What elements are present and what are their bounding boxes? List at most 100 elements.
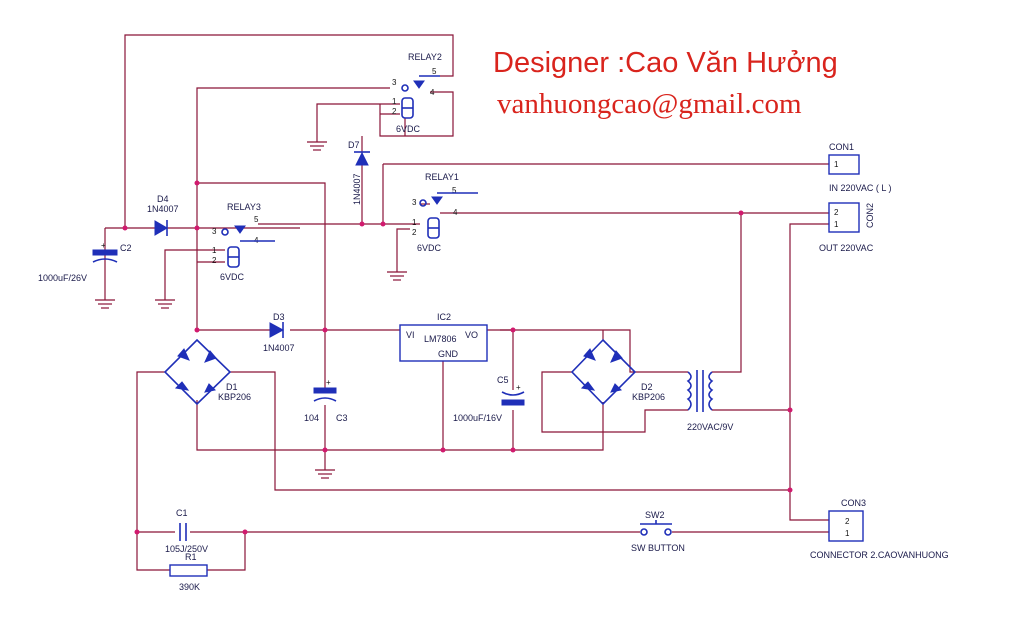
con3-pin2: 2 (845, 517, 850, 526)
relay3-voltage: 6VDC (220, 272, 245, 282)
switch-sw2: SW2 SW BUTTON (631, 510, 685, 553)
d1-diode-b (204, 350, 217, 363)
ic2-gnd: GND (438, 349, 459, 359)
resistor-r1: R1 390K (169, 552, 208, 592)
relay1-label: RELAY1 (425, 172, 459, 182)
transformer: 220VAC/9V (686, 370, 733, 432)
relay2-contact (401, 84, 409, 92)
ic2-vi: VI (406, 330, 415, 340)
c2-polarity: + (101, 241, 106, 250)
designer-email: vanhuongcao@gmail.com (497, 88, 802, 120)
d1-label: D1 (226, 382, 238, 392)
bridge-d1: D1 KBP206 (163, 338, 251, 406)
diode-d4: D4 1N4007 (147, 194, 179, 236)
ic2-body (399, 324, 488, 362)
relay1-arm (431, 196, 443, 205)
con2-body (828, 202, 860, 233)
d1-outline (163, 338, 232, 406)
relay3: RELAY3 5 3 4 1 2 6VDC (212, 202, 275, 282)
relay3-pin5: 5 (254, 215, 259, 224)
d2-diode-d (610, 383, 623, 393)
c2-label: C2 (120, 243, 132, 253)
d2-outline (570, 338, 637, 406)
r1-value: 390K (179, 582, 200, 592)
relay3-pin1: 1 (212, 246, 217, 255)
relay3-contact (221, 228, 229, 236)
c3-label: C3 (336, 413, 348, 423)
con1-label: CON1 (829, 142, 854, 152)
d2-diode-a (583, 348, 596, 361)
ic2-vo: VO (465, 330, 478, 340)
capacitor-c1: C1 105J/250V (165, 508, 208, 554)
relay2-pin4: 4 (430, 88, 435, 97)
relay2-pin5: 5 (432, 67, 437, 76)
designer-credit: Designer :Cao Văn Hưởng vanhuongcao@gmai… (493, 47, 838, 120)
relay2: RELAY2 5 3 4 1 2 6VDC (392, 52, 442, 134)
relay1-pin5: 5 (452, 186, 457, 195)
d1-value: KBP206 (218, 392, 251, 402)
ground-relay3 (155, 299, 175, 309)
relay1-pin2: 2 (412, 228, 417, 237)
ground-c2 (95, 299, 115, 309)
con3-label: CON3 (841, 498, 866, 508)
con2-pin1: 1 (834, 220, 839, 229)
diode-d7: D7 1N4007 (348, 140, 370, 205)
bridge-d2: D2 KBP206 (570, 338, 665, 406)
c3-value: 104 (304, 413, 319, 423)
d3-body (269, 322, 285, 338)
d4-label: D4 (157, 194, 169, 204)
c1-value: 105J/250V (165, 544, 208, 554)
d7-label: D7 (348, 140, 360, 150)
capacitor-c3: + 104 C3 (304, 378, 348, 423)
c5-polarity: + (516, 383, 521, 392)
relay2-pin3: 3 (392, 78, 397, 87)
con1-pin: 1 (834, 160, 839, 169)
c2-value: 1000uF/26V (38, 273, 87, 283)
con3-desc: CONNECTOR 2.CAOVANHUONG (810, 550, 949, 560)
relay2-pin1: 1 (392, 97, 397, 106)
relay1-voltage: 6VDC (417, 243, 442, 253)
ic2-part: LM7806 (424, 334, 457, 344)
d2-label: D2 (641, 382, 653, 392)
capacitor-c2: + C2 1000uF/26V (38, 241, 132, 283)
c5-plate (501, 399, 525, 406)
relay1-pin3: 3 (412, 198, 417, 207)
ground-relay1 (387, 271, 407, 281)
d4-body (154, 220, 168, 236)
diode-d3: D3 1N4007 (263, 312, 295, 353)
r1-body (169, 564, 208, 577)
relay3-pin3: 3 (212, 227, 217, 236)
wiring (104, 34, 830, 571)
capacitor-c5: C5 + 1000uF/16V (453, 375, 525, 423)
c2-plate (92, 249, 118, 256)
relay3-pin2: 2 (212, 256, 217, 265)
relay2-pin2: 2 (392, 107, 397, 116)
con1-body (828, 154, 860, 175)
regulator-ic2: IC2 VI VO LM7806 GND (399, 312, 488, 362)
relay3-label: RELAY3 (227, 202, 261, 212)
transformer-value: 220VAC/9V (687, 422, 733, 432)
relay1-contact (419, 199, 427, 207)
relay2-voltage: 6VDC (396, 124, 421, 134)
c3-polarity: + (326, 378, 331, 387)
d3-value: 1N4007 (263, 343, 295, 353)
c5-value: 1000uF/16V (453, 413, 502, 423)
d1-diode-c (174, 381, 190, 391)
d2-diode-c (580, 381, 596, 391)
relay1-pin4: 4 (453, 208, 458, 217)
ground-main (315, 469, 335, 479)
d7-body (355, 151, 369, 166)
d1-diode-d (204, 383, 217, 393)
ground-symbols (95, 141, 407, 479)
sw2-desc: SW BUTTON (631, 543, 685, 553)
relay2-arm (413, 80, 425, 89)
d4-value: 1N4007 (147, 204, 179, 214)
d7-value: 1N4007 (352, 173, 362, 205)
con3-pin1: 1 (845, 529, 850, 538)
con1-desc: IN 220VAC ( L ) (829, 183, 892, 193)
d2-diode-b (610, 350, 623, 363)
relay1: RELAY1 5 3 4 1 2 6VDC (412, 172, 478, 253)
transformer-secondary (708, 371, 714, 411)
connector-con3: CON3 2 1 CONNECTOR 2.CAOVANHUONG (810, 498, 949, 560)
con3-body (828, 510, 864, 542)
